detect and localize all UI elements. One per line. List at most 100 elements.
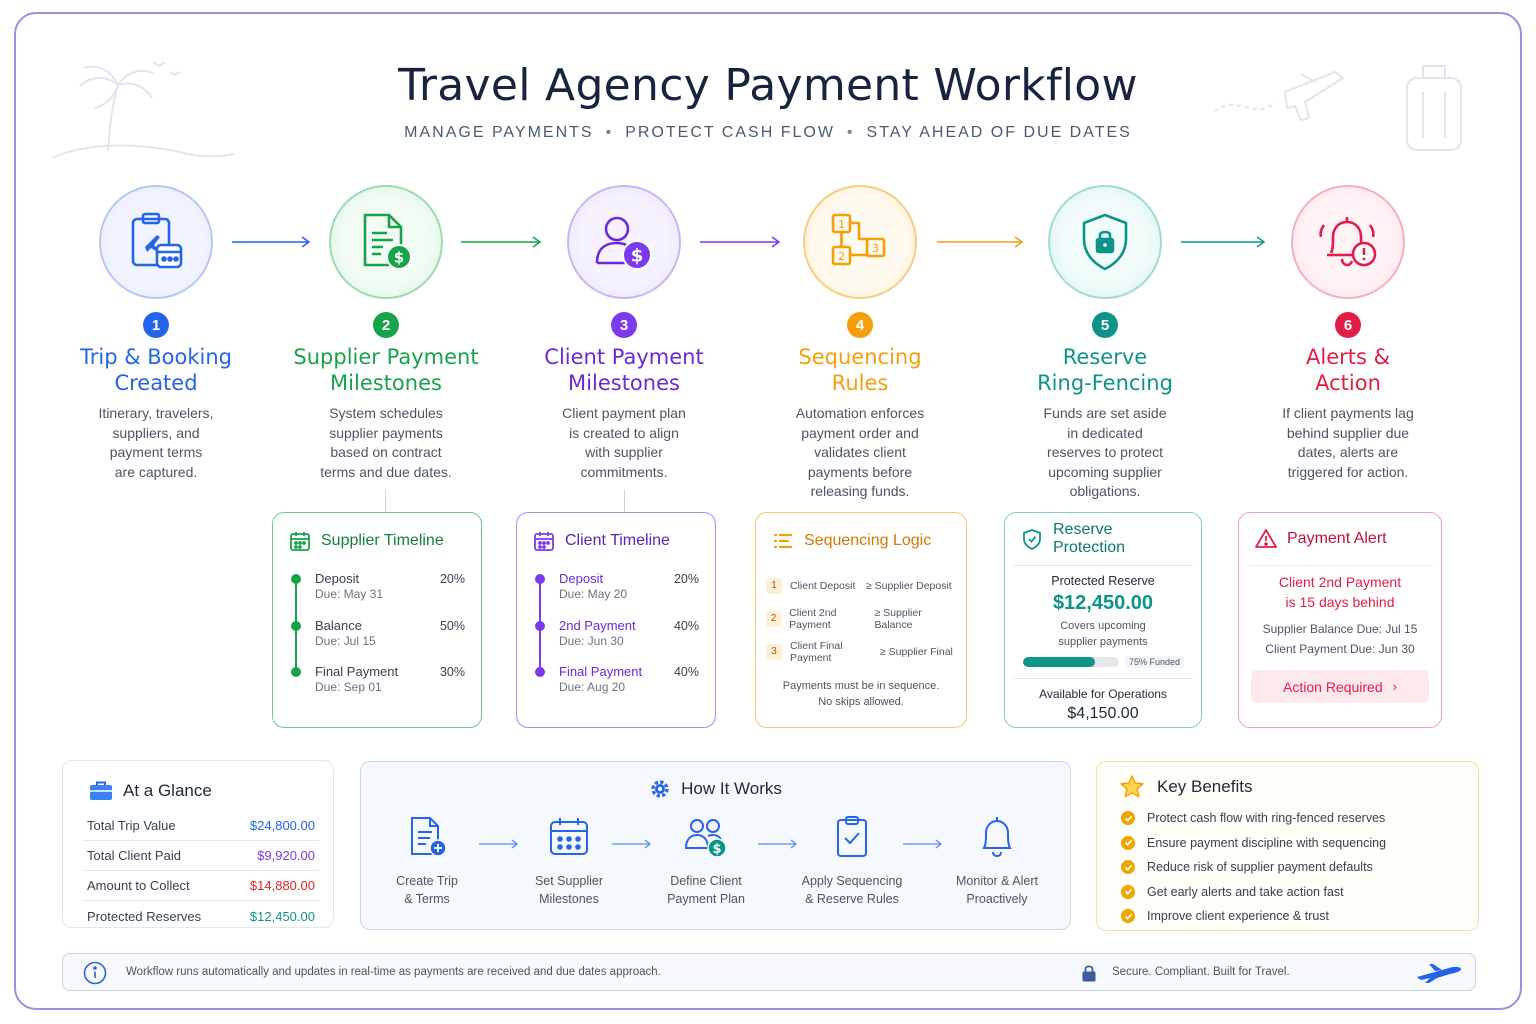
glance-row: Protected Reserves$12,450.00 <box>83 901 319 931</box>
step-title: Alerts &Action <box>1306 345 1390 395</box>
funded-progress-fill <box>1023 657 1095 667</box>
rule-number: 2 <box>766 610 782 627</box>
benefits-list: Protect cash flow with ring-fenced reser… <box>1097 800 1478 929</box>
benefit-text: Ensure payment discipline with sequencin… <box>1147 835 1387 850</box>
step-number: 1 <box>143 312 169 338</box>
funded-label: 75% Funded <box>1125 656 1185 668</box>
rule-supplier: ≥ Supplier Deposit <box>866 579 952 592</box>
svg-text:3: 3 <box>872 242 879 255</box>
footer-bar: Workflow runs automatically and updates … <box>62 953 1476 991</box>
milestone-pct: 40% <box>673 618 699 633</box>
reserve-divider <box>1013 678 1193 679</box>
milestone-pct: 30% <box>439 665 465 679</box>
card-header: Payment Alert <box>1239 513 1441 565</box>
shield-check-icon <box>1023 529 1041 550</box>
alert-headline-line: Client 2nd Payment <box>1278 574 1402 590</box>
benefit-item: Improve client experience & trust <box>1121 904 1478 929</box>
timeline-dot <box>291 667 301 677</box>
arrow-right-icon <box>612 839 652 849</box>
milestone-pct: 50% <box>439 618 465 633</box>
hiw-label: Monitor & Alert <box>956 874 1038 888</box>
user-dollar-icon: $ <box>595 216 652 270</box>
available-label: Available for Operations <box>1039 687 1167 701</box>
check-icon <box>1121 860 1135 875</box>
card-header: Supplier Timeline <box>273 513 481 569</box>
reserve-covers: Covers upcoming supplier payments <box>1013 618 1193 650</box>
sequence-rule: 2 Client 2nd Payment ≥ Supplier Balance <box>766 602 958 635</box>
page-subtitle: MANAGE PAYMENTS•PROTECT CASH FLOW•STAY A… <box>404 124 1132 141</box>
rule-supplier: ≥ Supplier Balance <box>874 606 922 631</box>
rule-number: 1 <box>766 577 782 594</box>
glance-row: Amount to Collect$14,880.00 <box>83 871 319 901</box>
hiw-label: Payment Plan <box>667 892 745 906</box>
arrow-right-icon <box>1181 236 1266 248</box>
payment-alert-card: Payment Alert Client 2nd Payment is 15 d… <box>1238 512 1442 728</box>
panel-header: Key Benefits <box>1097 762 1478 800</box>
milestone-due: Due: Sep 01 <box>315 680 382 694</box>
card-title: Client Timeline <box>565 532 670 549</box>
sequence-rules: 1 Client Deposit ≥ Supplier Deposit 2 Cl… <box>756 569 966 668</box>
timeline-dot <box>535 620 545 631</box>
glance-label: Amount to Collect <box>87 878 190 893</box>
how-it-works-panel: How It Works Create Trip& Terms Set Supp… <box>360 761 1071 930</box>
milestone-pct: 20% <box>439 572 465 586</box>
milestone-due: Due: Jul 15 <box>315 633 376 648</box>
calendar-icon <box>290 532 310 551</box>
rule-supplier: ≥ Supplier Final <box>880 645 953 658</box>
hiw-step-apply-sequencing: Apply Sequencing& Reserve Rules <box>787 814 917 908</box>
alert-headline: Client 2nd Payment is 15 days behind <box>1247 572 1433 612</box>
hiw-label: & Reserve Rules <box>805 892 899 906</box>
alert-detail: Client Payment Due: Jun 30 <box>1265 642 1415 656</box>
at-a-glance-panel: At a Glance Total Trip Value$24,800.00 T… <box>62 760 334 928</box>
covers-line: Covers upcoming <box>1060 620 1146 632</box>
sequence-rule: 1 Client Deposit ≥ Supplier Deposit <box>766 569 958 602</box>
airplane-suitcase-icon <box>1214 65 1462 151</box>
list-icon <box>773 533 793 549</box>
benefit-item: Reduce risk of supplier payment defaults <box>1121 855 1478 880</box>
step-circle <box>99 185 213 299</box>
warning-icon <box>1255 529 1277 548</box>
benefit-text: Get early alerts and take action fast <box>1147 884 1344 899</box>
panel-title: Key Benefits <box>1157 777 1253 796</box>
arrow-right-icon <box>758 839 798 849</box>
action-required-button[interactable]: Action Required › <box>1251 670 1429 703</box>
reserve-amount: $12,450.00 <box>1052 592 1154 614</box>
glance-row: Total Client Paid $9,920.00 <box>83 841 319 871</box>
benefit-text: Protect cash flow with ring-fenced reser… <box>1147 811 1386 826</box>
benefit-item: Get early alerts and take action fast <box>1121 880 1478 905</box>
card-header: Client Timeline <box>517 513 715 569</box>
alert-headline-line: is 15 days behind <box>1285 594 1395 610</box>
check-icon <box>1121 835 1135 850</box>
milestone-name: Final Payment <box>315 664 399 679</box>
svg-text:2: 2 <box>838 250 845 263</box>
card-title: Supplier Timeline <box>321 532 444 549</box>
info-icon <box>83 961 107 985</box>
reserve-body: Protected Reserve $12,450.00 Covers upco… <box>1013 565 1193 723</box>
footer-secure-text: Secure. Compliant. Built for Travel. <box>1112 966 1290 978</box>
svg-text:$: $ <box>631 246 644 267</box>
glance-value: $9,920.00 <box>257 848 315 863</box>
benefit-text: Reduce risk of supplier payment defaults <box>1147 860 1373 875</box>
users-dollar-icon: $ <box>684 819 727 858</box>
panel-title: How It Works <box>681 779 782 798</box>
glance-value: $12,450.00 <box>249 908 315 924</box>
glance-label: Total Client Paid <box>87 848 181 863</box>
timeline-dot <box>291 574 301 584</box>
glance-value: $24,800.00 <box>249 818 315 833</box>
